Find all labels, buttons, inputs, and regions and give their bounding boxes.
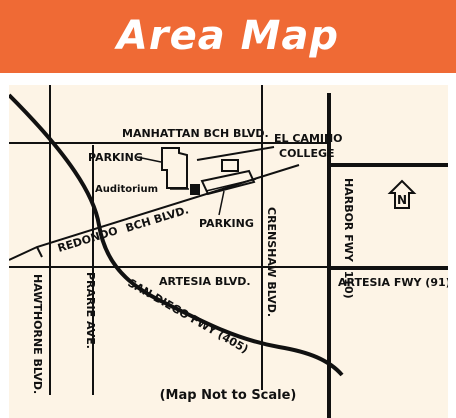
campus-walkway	[205, 178, 257, 192]
parking-north-lot	[161, 147, 188, 189]
map-caption: (Map Not to Scale)	[159, 388, 297, 403]
prarie-ave-label: PRARIE AVE.	[84, 272, 97, 349]
map-canvas: MANHATTAN BCH BLVD. EL CAMINO COLLEGE PA…	[9, 85, 448, 418]
auditorium-building	[190, 184, 200, 195]
crenshaw-blvd-label: CRENSHAW BLVD.	[265, 207, 278, 317]
parking-north-label: PARKING	[88, 151, 143, 164]
page-title: Area Map	[116, 13, 340, 59]
bch-blvd-label: BCH BLVD.	[124, 203, 190, 234]
el-camino-label-line2: COLLEGE	[279, 147, 335, 160]
el-camino-label-line1: EL CAMINO	[274, 132, 343, 145]
el-camino-college-building	[221, 159, 239, 172]
harbor-fwy-label: HARBOR FWY (110)	[342, 178, 355, 299]
header-banner: Area Map	[0, 0, 456, 73]
el-camino-access-road	[196, 146, 275, 161]
parking-north-leader	[136, 156, 162, 163]
redondo-label: REDONDO	[56, 224, 119, 255]
area-map: MANHATTAN BCH BLVD. EL CAMINO COLLEGE PA…	[9, 85, 448, 418]
redondo-bch-blvd-edge	[36, 246, 43, 258]
san-diego-fwy-label: SAN DIEGO FWY (405)	[126, 276, 251, 356]
north-arrow-icon: N	[387, 179, 417, 209]
parking-south-label: PARKING	[199, 217, 254, 230]
parking-south-leader	[218, 190, 225, 216]
artesia-fwy-label: ARTESIA FWY (91)	[338, 276, 448, 289]
auditorium-label: Auditorium	[95, 184, 158, 195]
north-arrow-letter: N	[397, 193, 407, 207]
san-diego-fwy-road	[9, 93, 344, 377]
parking-south-lot	[200, 169, 256, 196]
hawthorne-blvd-label: HAWTHORNE BLVD.	[31, 274, 44, 394]
artesia-blvd-label: ARTESIA BLVD.	[159, 275, 251, 288]
manhattan-bch-blvd-label: MANHATTAN BCH BLVD.	[122, 127, 269, 140]
